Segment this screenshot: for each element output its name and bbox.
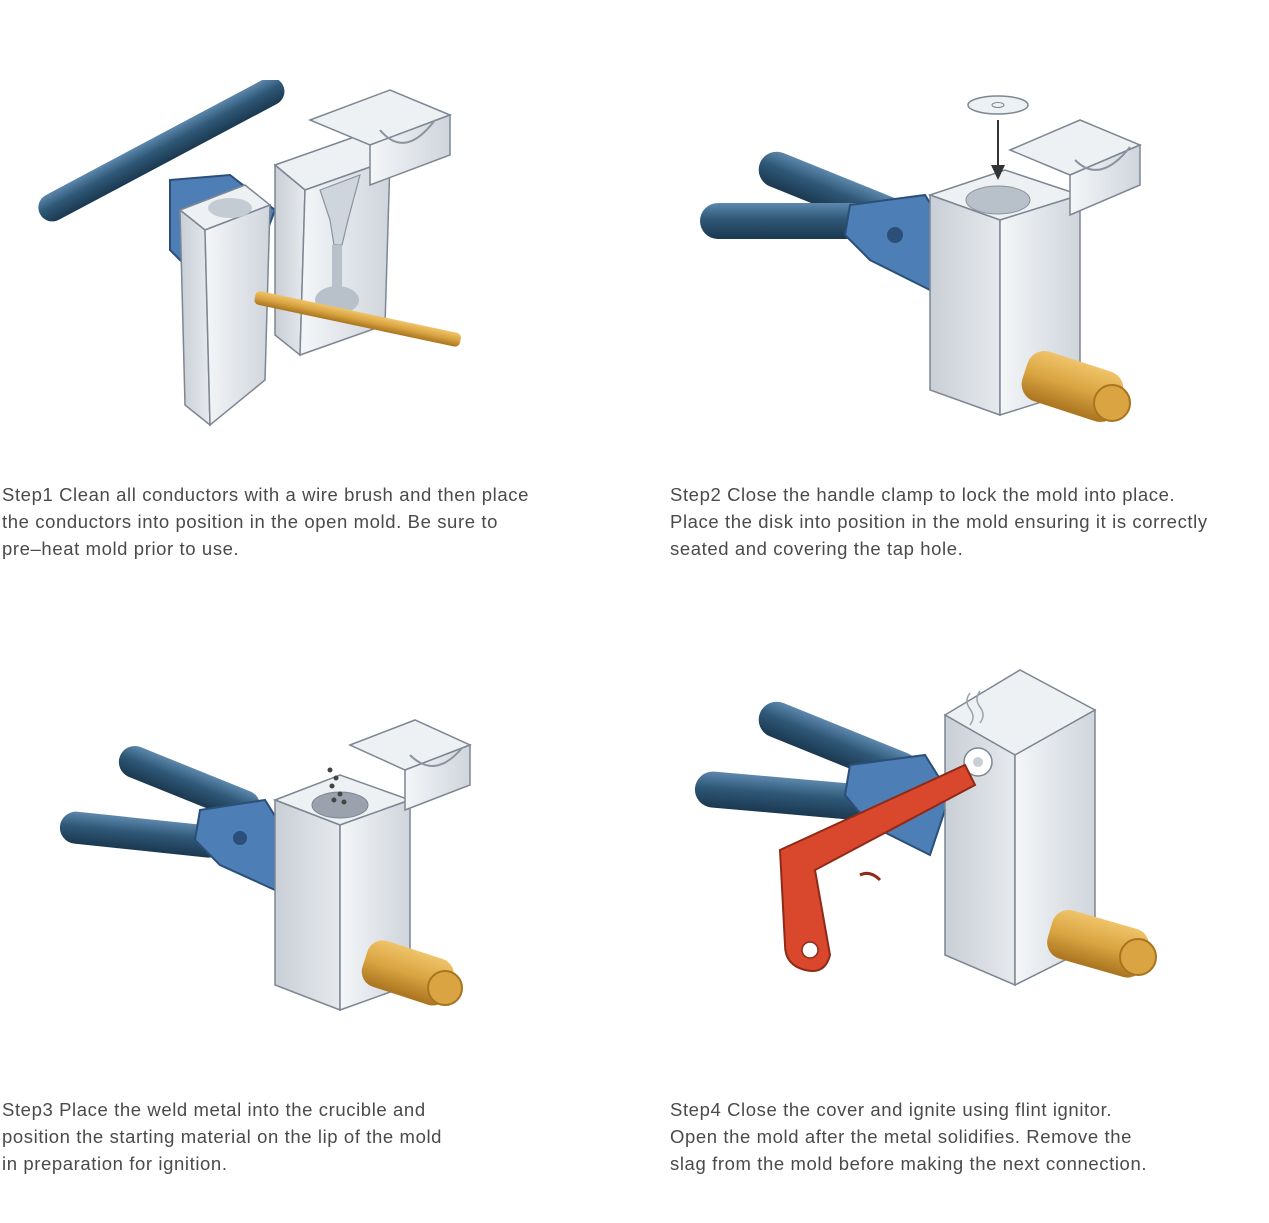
handle-lower bbox=[694, 771, 870, 820]
step2-caption-line: Step2 Close the handle clamp to lock the… bbox=[670, 484, 1176, 505]
conductor bbox=[1021, 350, 1131, 422]
conductor bbox=[1047, 909, 1157, 978]
step4-illustration bbox=[680, 665, 1180, 995]
spark-icon bbox=[963, 690, 993, 777]
step2-caption-line: Place the disk into position in the mold… bbox=[670, 511, 1208, 532]
weld-metal-particles bbox=[327, 767, 347, 805]
arrow-down bbox=[991, 120, 1005, 180]
step1-caption-line: the conductors into position in the open… bbox=[2, 511, 498, 532]
step1-illustration bbox=[30, 77, 480, 440]
step3-caption-line: Step3 Place the weld metal into the cruc… bbox=[2, 1099, 426, 1120]
step1-caption-line: Step1 Clean all conductors with a wire b… bbox=[2, 484, 529, 505]
step1-caption: Step1 Clean all conductors with a wire b… bbox=[2, 481, 529, 562]
step4-caption-line: Open the mold after the metal solidifies… bbox=[670, 1126, 1133, 1147]
step3-caption: Step3 Place the weld metal into the cruc… bbox=[2, 1096, 442, 1177]
flint-ignitor bbox=[778, 763, 977, 972]
handle-lower bbox=[700, 203, 875, 239]
conductor bbox=[254, 291, 461, 347]
mold-cover bbox=[307, 89, 453, 187]
step4-caption-line: slag from the mold before making the nex… bbox=[670, 1153, 1148, 1174]
step2-caption: Step2 Close the handle clamp to lock the… bbox=[670, 481, 1208, 562]
step3-caption-line: position the starting material on the li… bbox=[2, 1126, 443, 1147]
disk bbox=[967, 95, 1029, 115]
conductor bbox=[361, 940, 463, 1006]
mold-cover bbox=[348, 719, 472, 812]
mold-left-half bbox=[178, 184, 272, 427]
step2-illustration bbox=[680, 85, 1160, 425]
step4-caption-line: Step4 Close the cover and ignite using f… bbox=[670, 1099, 1113, 1120]
step1-caption-line: pre–heat mold prior to use. bbox=[2, 538, 240, 559]
handle-upper bbox=[118, 745, 261, 823]
step3-caption-line: in preparation for ignition. bbox=[2, 1153, 228, 1174]
mold-cover bbox=[1008, 119, 1142, 217]
step4-caption: Step4 Close the cover and ignite using f… bbox=[670, 1096, 1147, 1177]
step2-caption-line: seated and covering the tap hole. bbox=[670, 538, 964, 559]
handle-lower bbox=[59, 811, 225, 858]
handle-bar bbox=[38, 77, 285, 222]
step3-illustration bbox=[50, 710, 490, 1020]
